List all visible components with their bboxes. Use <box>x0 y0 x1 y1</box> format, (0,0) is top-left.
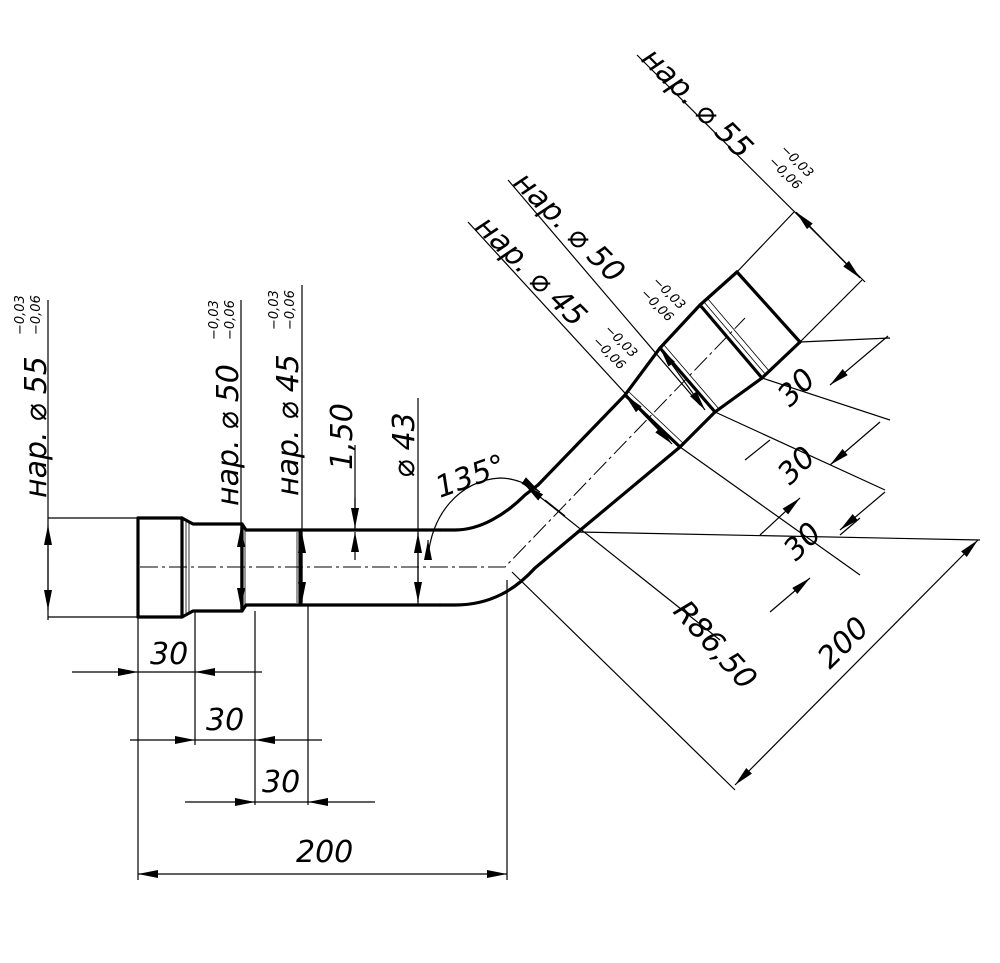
label-diag-total: 200 <box>811 610 876 675</box>
left-diameter-dims: нар. ⌀ 55 −0,03 −0,06 нар. ⌀ 50 −0,03 −0… <box>13 285 422 620</box>
label-horiz-seg1: 30 <box>150 637 188 672</box>
diag-step-3 <box>698 303 764 380</box>
diag-end <box>735 270 802 344</box>
tol-lower-left-d50: −0,06 <box>223 300 238 340</box>
label-diag-d55: нар. ⌀ 55 <box>634 41 759 166</box>
label-diag-seg3: 30 <box>777 516 829 568</box>
label-wall: 1,50 <box>325 403 360 470</box>
diag-lower-edge <box>576 340 802 534</box>
tol-upper-left-d45: −0,03 <box>267 290 282 330</box>
bend-outer <box>438 530 580 607</box>
label-left-d55: нар. ⌀ 55 <box>19 356 54 498</box>
label-angle: 135° <box>431 448 511 506</box>
angle-dim: 135° <box>424 448 541 561</box>
horizontal-dims: 30 30 30 200 <box>72 580 508 880</box>
label-horiz-total: 200 <box>296 835 353 870</box>
bend-inner <box>438 483 540 532</box>
label-radius: R86,50 <box>666 594 763 697</box>
tol-lower-left-d45: −0,06 <box>283 290 298 330</box>
label-diag-seg1: 30 <box>771 362 823 414</box>
label-horiz-seg3: 30 <box>262 765 300 800</box>
label-left-d50: нар. ⌀ 50 <box>211 364 246 506</box>
label-horiz-seg2: 30 <box>206 703 244 738</box>
tol-upper-left-d55: −0,03 <box>13 295 28 335</box>
label-diag-seg2: 30 <box>771 440 823 492</box>
radius-dim: R86,50 <box>524 484 763 697</box>
tol-lower-left-d55: −0,06 <box>29 295 44 335</box>
label-inner: ⌀ 43 <box>387 412 422 478</box>
label-left-d45: нар. ⌀ 45 <box>271 354 306 496</box>
diag-segment-dims: 30 30 30 200 <box>511 335 981 791</box>
tol-upper-left-d50: −0,03 <box>207 300 222 340</box>
